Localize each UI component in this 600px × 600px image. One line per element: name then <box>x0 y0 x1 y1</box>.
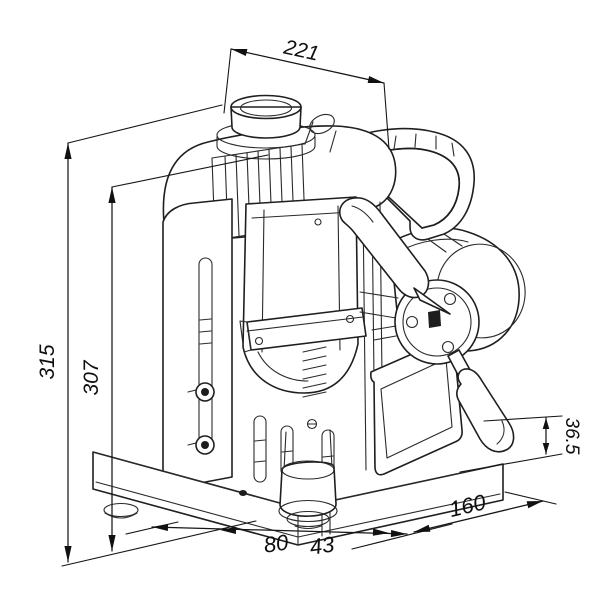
extension-line <box>383 82 390 150</box>
switch-panel <box>370 337 463 476</box>
dimension-36-5: 36.5 <box>459 415 582 473</box>
dimension-315: 315 <box>36 104 223 563</box>
extension-line <box>111 154 269 188</box>
feed-hub <box>359 279 480 365</box>
dimension-line <box>151 523 408 538</box>
top-cap <box>216 94 316 160</box>
extension-line <box>459 453 563 473</box>
dimension-307: 307 <box>80 154 269 552</box>
arrowhead <box>372 528 389 536</box>
motor-body <box>242 196 359 394</box>
dim-label-315: 315 <box>36 344 59 379</box>
clamp-bracket <box>239 307 367 353</box>
extension-line <box>223 48 232 114</box>
dim-label-43: 43 <box>308 531 336 559</box>
dimension-line <box>230 48 385 84</box>
extension-line <box>67 104 223 144</box>
dimension-80-43: 80 43 <box>61 520 453 567</box>
stand-plate <box>162 198 233 491</box>
dimension-line <box>413 500 544 533</box>
dim-label-36-5: 36.5 <box>561 418 582 455</box>
spindle-chuck <box>278 429 338 530</box>
extension-line <box>504 491 557 505</box>
lock-knob-upper <box>187 382 215 402</box>
extension-line <box>483 415 563 422</box>
arrowhead <box>220 526 237 535</box>
lock-knob-lower <box>187 435 215 455</box>
dim-label-307: 307 <box>80 359 103 395</box>
machine-line-art <box>92 94 526 546</box>
feed-handle-spokes <box>338 197 515 453</box>
dim-label-80: 80 <box>262 529 290 557</box>
